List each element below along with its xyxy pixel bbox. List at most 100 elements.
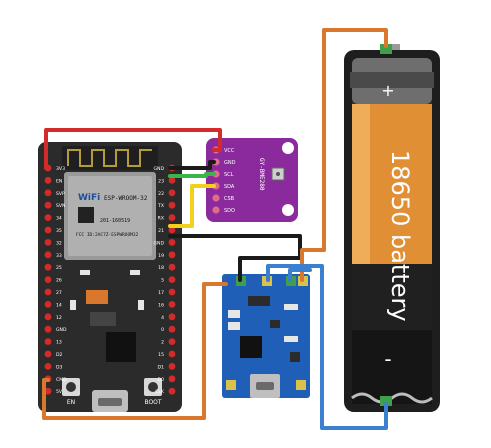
sensor-pin (212, 194, 220, 202)
wire-sda-yellow (168, 184, 216, 228)
en-button-label: EN (67, 399, 75, 406)
esp32-right-pin (168, 325, 176, 333)
esp32-right-pin (168, 313, 176, 321)
esp32-right-pin (168, 338, 176, 345)
smd-part (130, 270, 140, 275)
esp32-left-pin-label: 27 (56, 290, 62, 296)
micro-usb-opening (256, 382, 274, 390)
module-brand: WiFi (78, 193, 100, 203)
wire-scl-green (168, 172, 216, 178)
esp32-left-pin (44, 350, 52, 358)
esp32-right-pin-label: 0 (161, 327, 164, 333)
module-fcc-id: FCC ID:2AC7Z-ESPWROOM32 (76, 232, 139, 238)
esp32-right-pin (168, 263, 176, 271)
charger-resistor (284, 304, 298, 310)
esp32-right-pin-label: 2 (161, 340, 164, 346)
esp32-right-pin (168, 288, 176, 296)
esp32-right-pin-label: TX (157, 203, 164, 209)
module-shield-inner (68, 176, 152, 256)
esp32-left-header: 3V3ENSVPSVN343532332526271412GND13D2D3CM… (44, 164, 67, 395)
battery-label: 18650 battery (386, 150, 414, 322)
esp32-right-pin (168, 201, 176, 209)
esp32-right-pin (168, 189, 176, 197)
mount-hole (282, 204, 294, 216)
esp32-left-pin-label: 34 (56, 216, 62, 222)
esp32-left-pin-label: EN (56, 178, 62, 184)
esp32-left-pin (44, 387, 52, 395)
esp32-right-pin-label: D0 (158, 377, 165, 383)
esp32-left-pin (44, 177, 52, 184)
esp32-left-pin-label: CMD (56, 377, 67, 383)
esp32-right-pin (168, 251, 176, 259)
esp32-right-pin (168, 276, 176, 283)
esp32-left-pin-label: D3 (56, 364, 63, 370)
boot-button-cap[interactable] (148, 382, 158, 392)
charger-ic (240, 336, 262, 358)
battery-plus-sign: + (381, 81, 394, 100)
esp32-right-pin (168, 387, 176, 395)
esp32-left-pin (44, 201, 52, 209)
wire-battery-plus-orange (300, 28, 388, 282)
charger-resistor (284, 336, 298, 342)
charger-resistor (228, 322, 240, 330)
esp32-left-pin-label: 3V3 (56, 166, 65, 172)
sensor-pin-label: SDA (224, 184, 235, 190)
esp32-right-pin (168, 226, 176, 234)
esp32-right-pin-label: D1 (158, 364, 165, 370)
esp32-left-pin (44, 189, 52, 197)
esp32-right-pin (168, 239, 176, 246)
en-button-cap[interactable] (66, 382, 76, 392)
module-name: ESP-WROOM-32 (104, 195, 148, 202)
esp32-left-pin (44, 313, 52, 321)
esp32-left-pin-label: 35 (56, 228, 62, 234)
sensor-model: GY-BME280 (258, 158, 265, 191)
esp32-left-pin-label: SVP (56, 191, 65, 197)
esp32-right-pin (168, 363, 176, 370)
esp32-right-pin-label: 4 (161, 315, 164, 321)
sensor-pin-label: GND (224, 160, 236, 166)
esp32-right-pin-label: 17 (158, 290, 164, 296)
esp32-left-pin-label: SVN (56, 203, 66, 209)
esp32-left-pin-label: 26 (56, 278, 62, 284)
esp32-left-pin (44, 214, 52, 222)
usb-port-opening (98, 398, 122, 406)
esp32-left-pin-label: 32 (56, 240, 62, 246)
sensor-pcb (206, 138, 298, 222)
usb-uart-chip (106, 332, 136, 362)
esp32-right-pin-label: CLK (155, 389, 165, 395)
sensor-pin-label: SCL (224, 172, 234, 178)
battery: + - 18650 battery (344, 44, 440, 412)
esp32-left-pin-label: 13 (56, 340, 62, 346)
battery-highlight (352, 104, 370, 264)
chip-vent (276, 172, 280, 176)
pad-in-plus (296, 380, 306, 390)
wire-vin-orange (42, 282, 228, 420)
wire-battery-minus-blue (266, 264, 388, 430)
esp32-left-pin (44, 363, 52, 370)
charger-resistor (228, 310, 240, 318)
esp32-right-pin-label: 19 (158, 253, 164, 259)
esp32-right-pin-label: 22 (158, 191, 164, 197)
sensor-pin (212, 206, 220, 214)
esp32-left-pin-label: 12 (56, 315, 62, 321)
esp32-right-pin-label: 23 (158, 178, 164, 184)
esp32-right-pin-label: GND (153, 240, 164, 246)
esp32-right-pin (168, 301, 176, 308)
esp32-right-pin-label: 18 (158, 265, 164, 271)
esp32-left-pin-label: 14 (56, 302, 62, 308)
battery-minus-sign: - (384, 347, 391, 371)
smd-part (70, 300, 76, 310)
capacitor (86, 290, 108, 304)
esp32-right-pin (168, 214, 176, 222)
battery-minus-terminal (380, 396, 392, 406)
sensor-pin-label: SDO (224, 208, 235, 214)
pad-in-minus (226, 380, 236, 390)
wire-gnd-charger-black (168, 234, 302, 282)
esp32-right-pin-label: 16 (158, 302, 164, 308)
wire-vcc-red (44, 128, 222, 170)
sensor-pin-label: CSB (224, 196, 235, 202)
esp32-board: WiFi ESP-WROOM-32 201-160519 FCC ID:2AC7… (38, 142, 182, 412)
